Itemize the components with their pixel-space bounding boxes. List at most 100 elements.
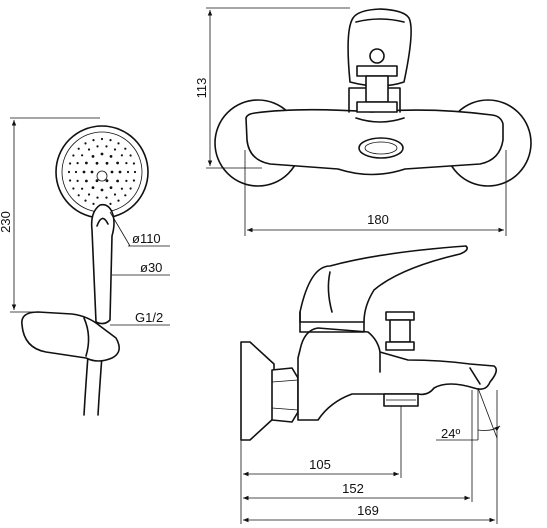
side-view: 24º 105 152 169 bbox=[240, 245, 501, 524]
dim-30-label: ø30 bbox=[140, 260, 162, 275]
nozzle-dot bbox=[110, 170, 114, 174]
nozzle-dot bbox=[117, 199, 120, 202]
holder-edge bbox=[83, 317, 90, 357]
nozzle-dot bbox=[105, 161, 109, 165]
nozzle-dot bbox=[126, 170, 130, 174]
side-diverter-top bbox=[385, 311, 415, 321]
nozzle-dot bbox=[109, 139, 112, 142]
lever-curve bbox=[327, 271, 333, 313]
nozzle-dot bbox=[74, 170, 78, 174]
nozzle-dot bbox=[132, 162, 135, 165]
knob-top-bar bbox=[356, 65, 398, 77]
nozzle-dot bbox=[90, 170, 94, 174]
nozzle-dot bbox=[105, 145, 108, 148]
angle-line-1 bbox=[477, 387, 498, 439]
aerator-inner bbox=[364, 141, 398, 155]
nozzle-dot bbox=[84, 199, 87, 202]
leader-110 bbox=[109, 211, 131, 247]
nozzle-dot bbox=[129, 187, 132, 190]
shower-handle bbox=[90, 203, 115, 325]
nozzle-dot bbox=[100, 188, 104, 192]
aerator bbox=[358, 137, 404, 159]
nozzle-dot bbox=[118, 170, 122, 174]
nozzle-dot bbox=[129, 154, 132, 157]
nozzle-dot bbox=[124, 194, 127, 197]
nozzle-dot bbox=[67, 170, 71, 174]
knob-stem bbox=[365, 75, 389, 103]
nozzle-dot bbox=[113, 193, 117, 196]
nozzle-dot bbox=[96, 196, 99, 199]
nozzle-dot bbox=[120, 154, 123, 157]
side-lever bbox=[299, 245, 468, 323]
nozzle-dot bbox=[92, 139, 95, 142]
nozzle-dot bbox=[76, 162, 79, 165]
hex-nut bbox=[271, 367, 299, 423]
nozzle-dot bbox=[132, 179, 135, 182]
nozzle-dot bbox=[77, 194, 80, 197]
spout-edge bbox=[355, 117, 405, 123]
nozzle-dot bbox=[69, 162, 72, 165]
nozzle-dot bbox=[100, 137, 104, 141]
nozzle-dot bbox=[100, 152, 104, 156]
nozzle-dot bbox=[85, 179, 88, 183]
nozzle-dot bbox=[116, 179, 119, 183]
nozzle-dot bbox=[105, 196, 108, 199]
nozzle-dot bbox=[109, 155, 113, 158]
nozzle-dot bbox=[72, 187, 75, 190]
dim-105-label: 105 bbox=[309, 457, 331, 472]
nozzle-dot bbox=[124, 147, 127, 150]
dim-110-label: ø110 bbox=[132, 231, 161, 246]
dim-angle-label: 24º bbox=[441, 426, 460, 441]
nozzle-dot bbox=[77, 147, 80, 150]
side-diverter-bottom bbox=[385, 341, 415, 351]
nozzle-dot bbox=[105, 179, 109, 183]
nozzle-dot bbox=[91, 155, 95, 158]
lever-cap-line bbox=[355, 18, 405, 23]
wall-flange bbox=[240, 341, 275, 441]
nozzle-dot bbox=[120, 187, 123, 190]
nozzle-dot bbox=[133, 170, 137, 174]
handle-neck-line bbox=[96, 217, 109, 227]
angle-arc bbox=[477, 425, 501, 432]
nozzle-dot bbox=[125, 179, 128, 182]
dim-152-label: 152 bbox=[342, 481, 364, 496]
nozzle-dot bbox=[125, 162, 128, 165]
front-view: 113 180 bbox=[194, 7, 532, 236]
nozzle-dot bbox=[109, 202, 112, 205]
nut-line-2 bbox=[271, 407, 299, 411]
nozzle-dot bbox=[87, 148, 91, 151]
dim-230-label: 230 bbox=[0, 211, 13, 233]
nozzle-dot bbox=[76, 179, 79, 182]
nozzle-dot bbox=[116, 161, 119, 165]
center-nozzle bbox=[96, 170, 108, 182]
nozzle-dot bbox=[72, 154, 75, 157]
dim-169-label: 169 bbox=[357, 503, 379, 518]
nozzle-dot bbox=[87, 193, 91, 196]
dim-g12-label: G1/2 bbox=[135, 310, 163, 325]
nozzle-dot bbox=[117, 142, 120, 145]
lever-base bbox=[299, 311, 365, 333]
side-body-spout bbox=[297, 327, 498, 421]
diverter-knob bbox=[369, 48, 385, 64]
nozzle-dot bbox=[69, 179, 72, 182]
shower-nozzles bbox=[67, 137, 137, 207]
hand-shower-view: 230 ø110 ø30 G1/2 bbox=[0, 117, 170, 416]
nozzle-dot bbox=[95, 161, 99, 165]
nozzle-dot bbox=[91, 186, 95, 190]
nozzle-dot bbox=[95, 179, 99, 183]
knob-bottom-bar bbox=[356, 101, 398, 113]
nozzle-dot bbox=[81, 187, 84, 190]
nozzle-dot bbox=[113, 148, 117, 151]
dim-113-label: 113 bbox=[194, 78, 209, 99]
nozzle-dot bbox=[85, 161, 88, 165]
dim-180-label: 180 bbox=[367, 212, 389, 227]
nut-line-1 bbox=[271, 379, 299, 383]
nozzle-dot bbox=[96, 145, 99, 148]
side-diverter-stem bbox=[389, 319, 411, 343]
nozzle-dot bbox=[84, 142, 87, 145]
nozzle-dot bbox=[82, 170, 86, 174]
nozzle-dot bbox=[92, 202, 95, 205]
nozzle-dot bbox=[81, 154, 84, 157]
